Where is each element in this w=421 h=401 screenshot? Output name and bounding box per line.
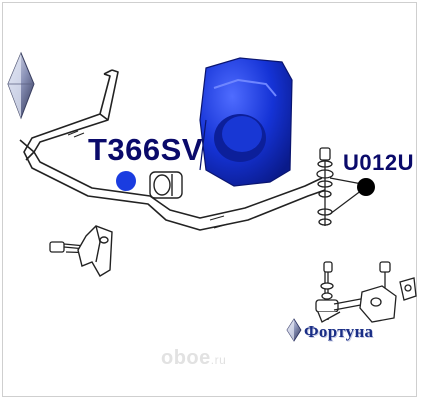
watermark: oboe.ru bbox=[161, 347, 226, 370]
watermark-suffix: .ru bbox=[210, 353, 227, 367]
link-part-code: U012U bbox=[343, 150, 414, 175]
stabilizer-link-assembly bbox=[315, 261, 417, 323]
bar-bushing bbox=[149, 171, 183, 199]
bar-markings bbox=[67, 130, 229, 229]
diamond-logo-icon bbox=[7, 51, 35, 120]
link-marker-dot bbox=[357, 178, 375, 196]
diamond-logo-icon bbox=[286, 318, 302, 342]
watermark-main: oboe bbox=[161, 347, 211, 369]
brand-name: Фортуна bbox=[304, 322, 374, 341]
end-link-stack bbox=[316, 147, 334, 226]
mounting-clamp bbox=[77, 225, 113, 277]
end-link-pointer-lines bbox=[329, 177, 363, 215]
blue-bushing bbox=[199, 57, 293, 187]
bushing-part-code: T366SV bbox=[88, 132, 204, 167]
stabilizer-bar bbox=[19, 69, 326, 231]
bushing-marker-dot bbox=[116, 171, 136, 191]
